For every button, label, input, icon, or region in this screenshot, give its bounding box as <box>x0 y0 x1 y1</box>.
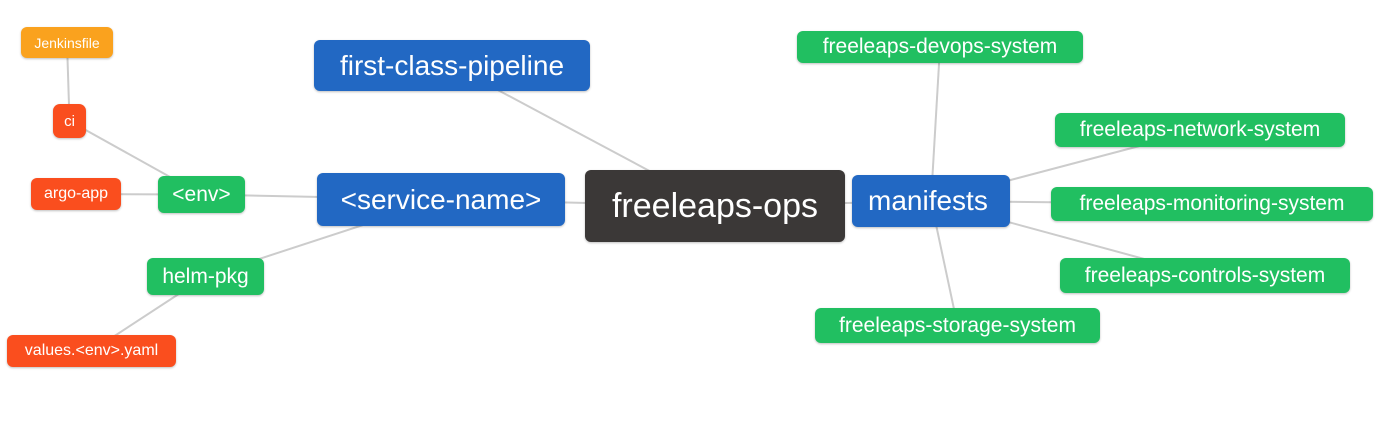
node-ci[interactable]: ci <box>53 104 86 138</box>
node-env[interactable]: <env> <box>158 176 245 213</box>
node-freeleaps-ops-root[interactable]: freeleaps-ops <box>585 170 845 242</box>
node-freeleaps-devops-system[interactable]: freeleaps-devops-system <box>797 31 1083 63</box>
node-argo-app[interactable]: argo-app <box>31 178 121 210</box>
node-freeleaps-monitoring-system[interactable]: freeleaps-monitoring-system <box>1051 187 1373 221</box>
node-freeleaps-network-system[interactable]: freeleaps-network-system <box>1055 113 1345 147</box>
node-freeleaps-controls-system[interactable]: freeleaps-controls-system <box>1060 258 1350 293</box>
node-service-name[interactable]: <service-name> <box>317 173 565 226</box>
node-values-env-yaml[interactable]: values.<env>.yaml <box>7 335 176 367</box>
node-freeleaps-storage-system[interactable]: freeleaps-storage-system <box>815 308 1100 343</box>
node-first-class-pipeline[interactable]: first-class-pipeline <box>314 40 590 91</box>
node-helm-pkg[interactable]: helm-pkg <box>147 258 264 295</box>
node-manifests[interactable]: manifests <box>852 175 1010 227</box>
node-jenkinsfile[interactable]: Jenkinsfile <box>21 27 113 58</box>
